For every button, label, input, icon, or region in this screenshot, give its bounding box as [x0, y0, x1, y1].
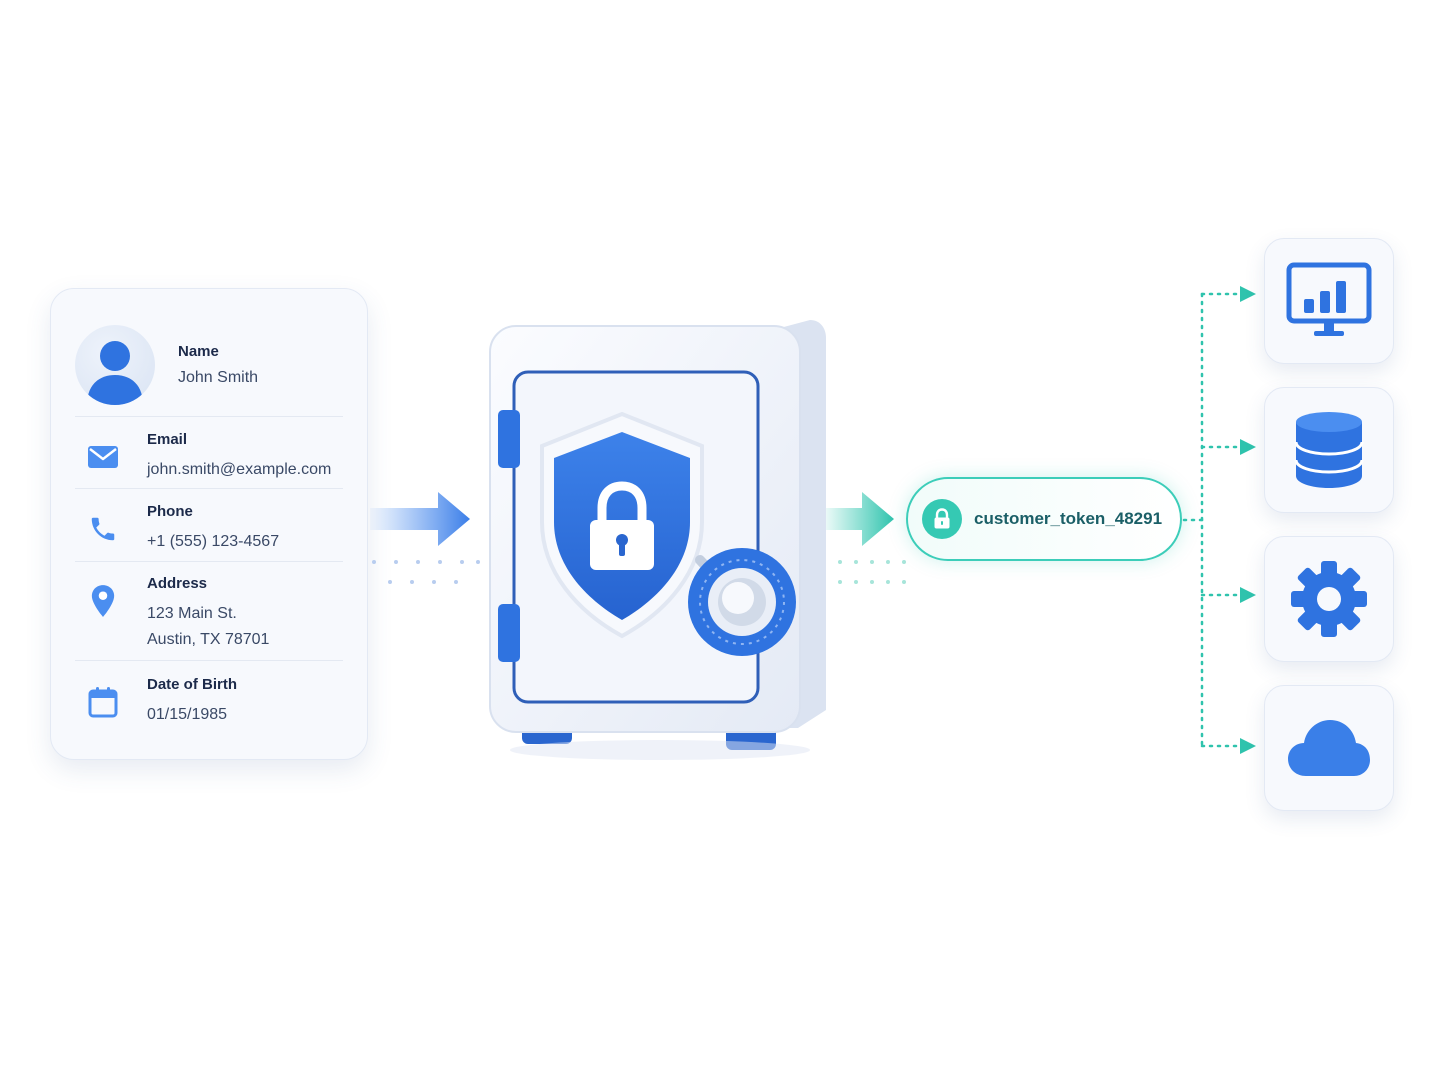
address-row: Address 123 Main St. Austin, TX 78701	[75, 575, 343, 651]
divider	[75, 561, 343, 562]
database-icon	[1294, 412, 1364, 488]
address-line2: Austin, TX 78701	[147, 631, 270, 648]
divider	[75, 660, 343, 661]
avatar	[75, 325, 155, 405]
cloud-tile	[1264, 685, 1394, 811]
dob-label: Date of Birth	[147, 676, 237, 693]
address-line1: 123 Main St.	[147, 605, 237, 622]
settings-tile	[1264, 536, 1394, 662]
location-pin-icon	[83, 581, 123, 621]
customer-profile-card: Name John Smith Email john.smith@example…	[50, 288, 368, 760]
phone-icon	[83, 509, 123, 549]
phone-value: +1 (555) 123-4567	[147, 533, 280, 550]
gear-icon	[1291, 561, 1367, 637]
token-pill: customer_token_48291	[906, 477, 1182, 561]
cloud-icon	[1288, 720, 1370, 776]
phone-row: Phone +1 (555) 123-4567	[75, 503, 343, 551]
email-label: Email	[147, 431, 188, 448]
name-label: Name	[178, 343, 219, 360]
database-tile	[1264, 387, 1394, 513]
address-label: Address	[147, 575, 208, 592]
token-text: customer_token_48291	[974, 509, 1163, 528]
name-value: John Smith	[178, 369, 259, 386]
calendar-icon	[83, 682, 123, 722]
dob-value: 01/15/1985	[147, 706, 228, 723]
user-icon	[87, 341, 143, 405]
email-row: Email john.smith@example.com	[75, 431, 343, 479]
divider	[75, 416, 343, 417]
phone-label: Phone	[147, 503, 193, 520]
analytics-tile	[1264, 238, 1394, 364]
lock-icon	[922, 499, 962, 539]
dob-row: Date of Birth 01/15/1985	[75, 676, 343, 724]
email-value: john.smith@example.com	[147, 461, 332, 478]
mail-icon	[83, 437, 123, 477]
output-arrow	[826, 492, 906, 584]
divider	[75, 488, 343, 489]
analytics-monitor-icon	[1286, 262, 1372, 336]
input-arrow	[370, 492, 480, 584]
vault	[489, 320, 826, 760]
distribution-connectors	[1182, 286, 1256, 754]
